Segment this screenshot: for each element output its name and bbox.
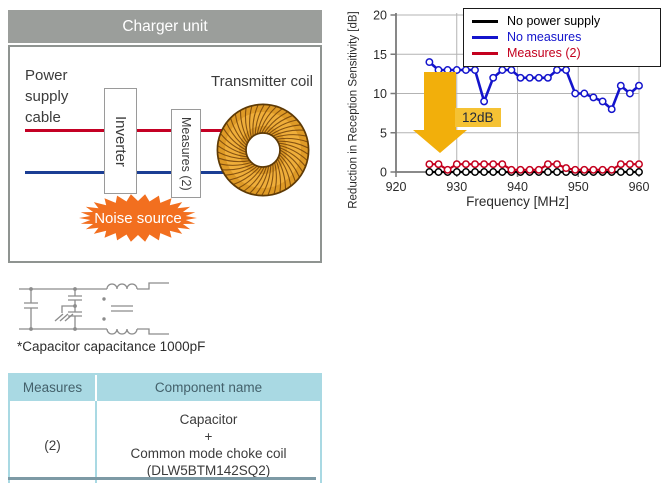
power-supply-cable-label: Power supply cable: [25, 65, 68, 128]
table-header-row: Measures Component name: [10, 375, 320, 401]
starburst-icon: [79, 194, 197, 242]
svg-text:15: 15: [373, 48, 387, 62]
noise-source-burst: Noise source: [77, 193, 199, 243]
legend-item: No measures: [472, 29, 652, 45]
sensitivity-chart: Reduction in Reception Sensitivity [dB] …: [340, 0, 667, 230]
svg-text:0: 0: [380, 166, 387, 180]
transmitter-coil-label: Transmitter coil: [211, 73, 313, 90]
component-table: Measures Component name (2) Capacitor + …: [8, 373, 322, 483]
filter-circuit-schematic: [19, 282, 169, 335]
reduction-arrow-icon: [413, 72, 467, 153]
legend-line-sample: [472, 51, 498, 55]
charger-unit-header: Charger unit: [8, 10, 322, 43]
power-label-line: supply: [25, 88, 69, 105]
component-line: +: [204, 429, 213, 444]
table-row: (2) Capacitor + Common mode choke coil (…: [10, 401, 320, 483]
capacitor-note: *Capacitor capacitance 1000pF: [17, 339, 206, 354]
component-line: (DLW5BTM142SQ2): [146, 463, 271, 478]
table-cell-measures: (2): [44, 438, 61, 453]
table-header-component: Component name: [95, 375, 320, 401]
chart-legend: No power supply No measures Measures (2): [463, 8, 661, 67]
power-label-line: Power: [25, 67, 68, 84]
transmitter-coil-icon: [216, 103, 310, 197]
legend-item: Measures (2): [472, 45, 652, 61]
legend-line-sample: [472, 19, 498, 23]
svg-text:20: 20: [373, 9, 387, 23]
svg-text:5: 5: [380, 126, 387, 140]
svg-text:10: 10: [373, 87, 387, 101]
legend-item: No power supply: [472, 13, 652, 29]
measures-block: Measures (2): [171, 109, 201, 198]
chart-y-axis-label: Reduction in Reception Sensitivity [dB]: [347, 11, 360, 209]
measures-label: Measures (2): [179, 116, 193, 191]
table-header-measures: Measures: [22, 380, 83, 395]
svg-text:960: 960: [629, 180, 650, 194]
svg-text:920: 920: [386, 180, 407, 194]
legend-line-sample: [472, 35, 498, 39]
noise-source-label: Noise source: [94, 209, 182, 227]
svg-text:950: 950: [568, 180, 589, 194]
table-cell-component: Capacitor + Common mode choke coil (DLW5…: [95, 401, 320, 483]
inverter-label: Inverter: [112, 115, 129, 167]
bottom-divider: [8, 477, 316, 480]
legend-label: No power supply: [507, 14, 601, 28]
component-line: Common mode choke coil: [130, 446, 287, 461]
chart-x-axis-label: Frequency [MHz]: [466, 194, 569, 209]
component-line: Capacitor: [179, 412, 238, 427]
reduction-badge: 12dB: [455, 108, 501, 127]
svg-text:940: 940: [507, 180, 528, 194]
inverter-block: Inverter: [104, 88, 137, 194]
power-label-line: cable: [25, 109, 61, 126]
chart-plot-area: 0 5 10 15 20 920 930 940 950 960: [373, 9, 650, 195]
charger-unit-title: Charger unit: [122, 17, 208, 35]
legend-label: No measures: [507, 30, 582, 44]
legend-label: Measures (2): [507, 46, 581, 60]
svg-text:930: 930: [446, 180, 467, 194]
